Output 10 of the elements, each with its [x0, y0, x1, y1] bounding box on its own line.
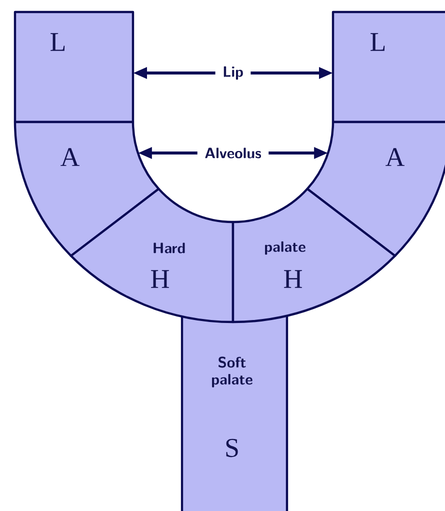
alveolus-region: A: [306, 120, 445, 257]
hard-palate-region: Hard H: [70, 188, 234, 324]
hard-palate-region: palate H: [232, 188, 396, 324]
lip-region: L: [14, 10, 134, 124]
node-label: A: [386, 148, 405, 166]
lip-region: L: [332, 10, 445, 124]
region-label: Alveolus: [205, 148, 262, 158]
node-label: S: [226, 438, 238, 458]
node-label: Soft palate: [212, 356, 252, 388]
region-label: Lip: [224, 66, 243, 80]
